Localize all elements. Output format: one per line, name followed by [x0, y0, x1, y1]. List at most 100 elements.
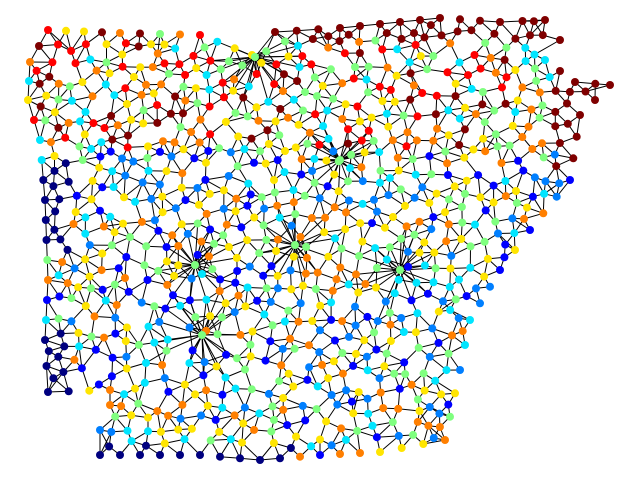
graph-node [191, 261, 199, 269]
graph-node [443, 159, 452, 168]
hub-spoke [294, 244, 329, 258]
graph-node [301, 416, 310, 425]
graph-node [303, 375, 312, 384]
graph-node [442, 366, 451, 375]
graph-node [202, 158, 210, 167]
graph-node [270, 176, 278, 184]
graph-node [78, 78, 87, 87]
graph-node [532, 76, 541, 85]
graph-node [238, 438, 246, 447]
graph-node [277, 361, 286, 370]
graph-node [289, 252, 298, 261]
graph-node [572, 132, 581, 141]
graph-node [383, 63, 392, 72]
hub-spoke [385, 269, 401, 302]
graph-node [386, 337, 395, 345]
graph-node [481, 206, 490, 215]
graph-node [324, 252, 333, 261]
graph-node [327, 391, 336, 399]
graph-node [44, 276, 52, 284]
graph-node [239, 419, 248, 428]
graph-node [444, 400, 453, 409]
graph-node [43, 296, 51, 304]
graph-node [474, 171, 483, 180]
graph-node [591, 96, 599, 104]
graph-node [296, 452, 304, 461]
graph-node [420, 261, 429, 270]
graph-node [310, 73, 319, 82]
graph-node [415, 407, 424, 415]
graph-node [81, 213, 90, 222]
graph-node [415, 248, 424, 257]
graph-node [191, 84, 200, 93]
graph-node [416, 16, 424, 24]
graph-node [70, 264, 79, 273]
graph-node [342, 386, 351, 395]
graph-node [114, 264, 123, 273]
graph-node [286, 444, 295, 452]
graph-node [432, 189, 441, 198]
graph-node [259, 271, 268, 280]
graph-node [489, 198, 498, 207]
graph-node [101, 80, 110, 89]
graph-node [541, 16, 549, 24]
graph-node [518, 83, 527, 92]
graph-node [329, 357, 338, 366]
graph-node [423, 289, 432, 298]
graph-node [64, 118, 73, 127]
graph-node [160, 439, 169, 448]
graph-node [444, 171, 452, 179]
graph-node [471, 110, 480, 119]
graph-node [444, 106, 453, 115]
graph-node [279, 394, 288, 402]
graph-node [425, 403, 434, 411]
graph-node [120, 193, 128, 202]
graph-node [163, 335, 172, 344]
graph-node [349, 409, 358, 418]
graph-node [35, 42, 43, 50]
hub-spoke [294, 231, 325, 246]
graph-node [67, 317, 76, 326]
graph-node [455, 275, 463, 284]
graph-node [140, 261, 149, 270]
graph-node [63, 245, 72, 254]
graph-node [456, 15, 464, 24]
graph-node [121, 274, 129, 282]
graph-node [441, 208, 449, 217]
graph-node [287, 221, 296, 230]
graph-node [372, 345, 381, 354]
graph-node [353, 426, 362, 435]
graph-node [97, 266, 106, 275]
graph-node [337, 244, 346, 253]
graph-node [56, 329, 65, 338]
graph-node [521, 43, 530, 52]
graph-node [345, 196, 353, 205]
graph-node [508, 214, 517, 223]
graph-node [178, 400, 187, 409]
graph-node [96, 152, 105, 161]
graph-node [118, 62, 127, 71]
graph-node [429, 434, 438, 442]
graph-node [395, 384, 404, 393]
graph-node [177, 220, 186, 229]
graph-node [266, 337, 275, 346]
hub-spoke [339, 140, 374, 161]
graph-node [98, 249, 107, 258]
graph-node [137, 298, 146, 307]
graph-node [410, 230, 419, 239]
graph-node [122, 323, 131, 332]
graph-node [552, 162, 561, 171]
graph-node [98, 28, 106, 37]
graph-node [198, 270, 206, 278]
graph-node [386, 320, 395, 329]
graph-node [541, 177, 550, 186]
graph-node [460, 125, 469, 134]
graph-node [496, 18, 504, 26]
graph-node [187, 274, 196, 283]
graph-node [134, 399, 143, 408]
graph-node [78, 156, 87, 164]
graph-node [174, 425, 183, 434]
graph-node [368, 421, 377, 430]
graph-node [302, 242, 311, 251]
